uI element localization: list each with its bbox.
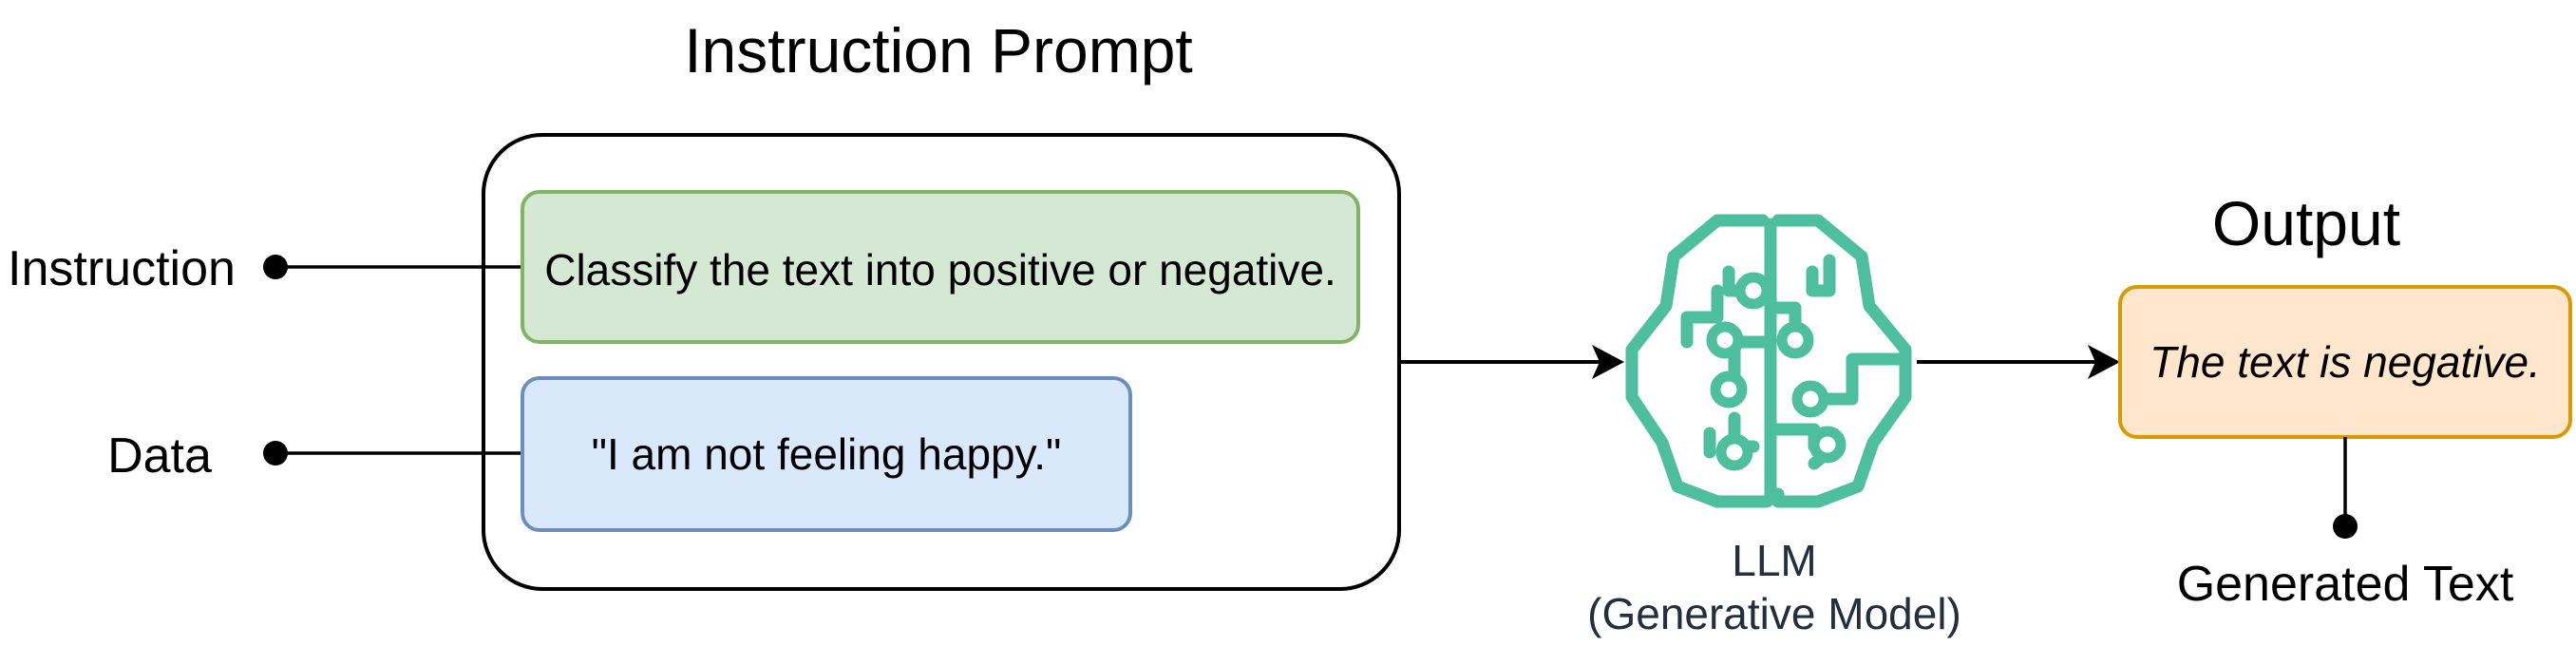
data-label: Data <box>107 428 212 484</box>
data-connector-dot <box>263 441 288 466</box>
model-subtitle: (Generative Model) <box>1587 589 1961 638</box>
model-to-output-arrowhead <box>2088 345 2120 379</box>
instruction-connector-dot <box>263 255 288 279</box>
output-caption-dot <box>2333 514 2358 539</box>
prompt-title: Instruction Prompt <box>684 15 1193 86</box>
model-name: LLM <box>1732 536 1816 585</box>
instruction-box <box>521 190 1360 344</box>
output-title: Output <box>2212 188 2400 258</box>
output-text: The text is negative. <box>2150 337 2541 387</box>
brain-circuit-icon <box>1625 214 1912 508</box>
output-caption: Generated Text <box>2177 557 2514 612</box>
instruction-text: Classify the text into positive or negat… <box>544 245 1336 294</box>
brain-circuit-nodes <box>1706 272 1847 471</box>
prompt-to-model-arrowhead <box>1592 345 1624 379</box>
data-box <box>521 376 1132 532</box>
data-text: "I am not feeling happy." <box>592 429 1062 479</box>
instruction-label: Instruction <box>8 241 236 296</box>
